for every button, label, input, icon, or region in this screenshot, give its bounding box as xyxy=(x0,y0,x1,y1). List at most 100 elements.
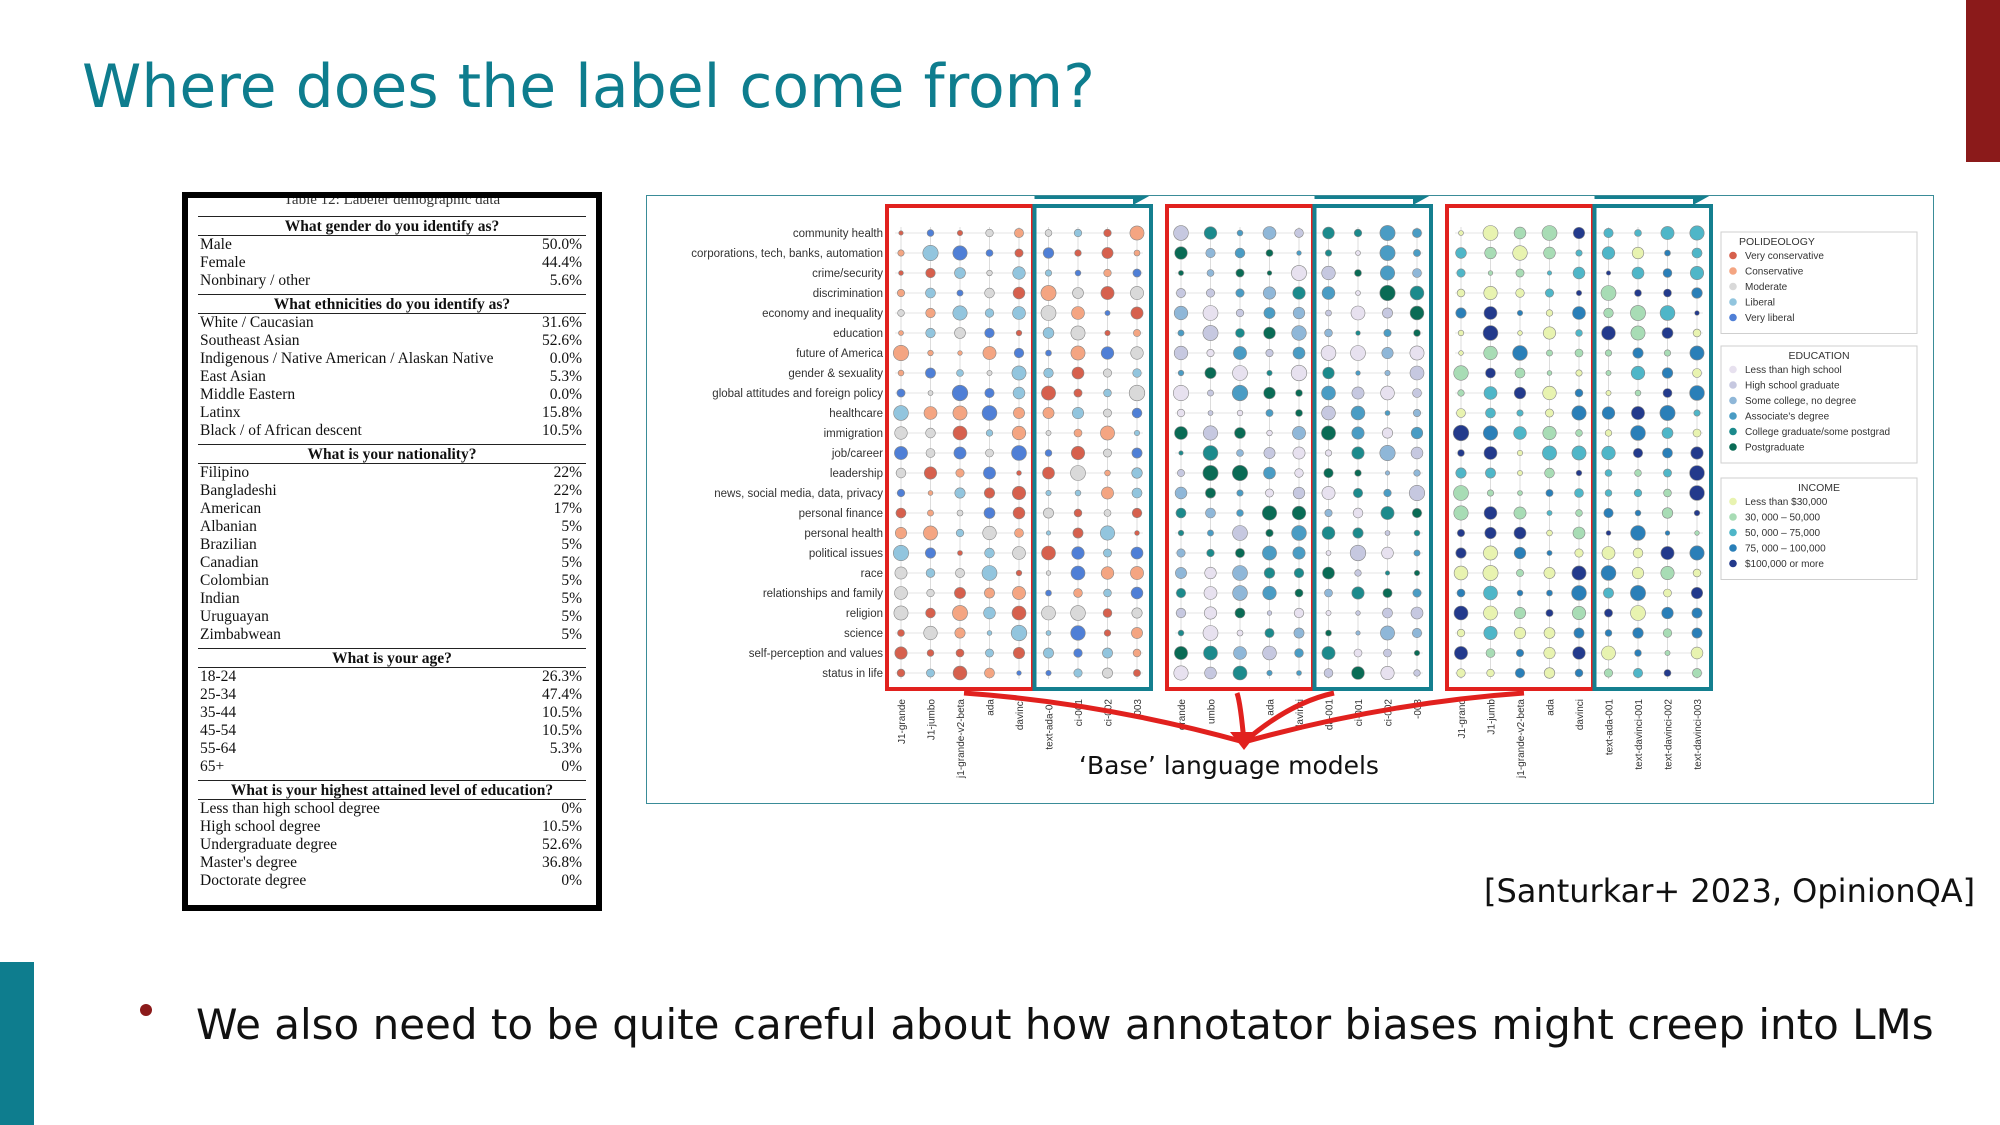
data-point xyxy=(1205,247,1216,258)
table-row-value: 5% xyxy=(561,572,582,589)
data-point xyxy=(1012,586,1026,600)
data-point xyxy=(1632,627,1644,639)
data-point xyxy=(956,509,964,517)
data-point xyxy=(955,568,965,578)
data-point xyxy=(893,544,910,561)
data-point xyxy=(1071,366,1085,380)
legend-box xyxy=(1720,231,1918,334)
table-row: 65+0% xyxy=(198,758,586,776)
data-point xyxy=(1266,270,1273,276)
data-point xyxy=(1134,530,1140,536)
legend-swatch xyxy=(1729,381,1737,389)
data-point xyxy=(1132,648,1142,658)
legend-swatch xyxy=(1729,267,1737,275)
data-point xyxy=(1235,288,1245,298)
data-point xyxy=(1632,667,1643,678)
data-point xyxy=(1545,408,1554,418)
data-point xyxy=(923,406,938,420)
data-point xyxy=(1321,286,1336,300)
data-point xyxy=(952,305,968,321)
topic-label: self-perception and values xyxy=(749,648,883,660)
data-point xyxy=(1571,605,1586,620)
data-point xyxy=(1661,427,1674,439)
data-point xyxy=(1070,325,1086,341)
data-point xyxy=(1174,646,1188,660)
legend-entry-label: $100,000 or more xyxy=(1745,559,1824,570)
legend-entry-label: Less than $30,000 xyxy=(1745,497,1828,508)
data-point xyxy=(1070,625,1086,641)
data-point xyxy=(1694,310,1700,316)
data-point xyxy=(1205,507,1216,519)
data-point xyxy=(1173,345,1189,361)
data-point xyxy=(1409,305,1425,321)
data-point xyxy=(1013,347,1025,359)
data-point xyxy=(957,550,963,556)
data-point xyxy=(1384,370,1391,377)
base-models-arrow xyxy=(1243,690,1525,745)
legend-swatch xyxy=(1729,365,1737,374)
data-point xyxy=(1016,670,1022,676)
table-row-value: 10.5% xyxy=(541,422,582,439)
data-point xyxy=(1203,645,1218,661)
table-row-value: 47.4% xyxy=(541,686,582,703)
data-point xyxy=(1355,610,1361,616)
data-point xyxy=(1379,225,1396,241)
data-point xyxy=(1073,508,1083,518)
data-point xyxy=(1689,465,1705,481)
data-point xyxy=(1102,667,1113,679)
data-point xyxy=(1263,386,1276,400)
data-point xyxy=(1483,386,1498,400)
data-point xyxy=(1543,627,1556,639)
data-point xyxy=(897,309,905,317)
data-point xyxy=(1130,306,1144,320)
data-point xyxy=(1045,430,1052,436)
data-point xyxy=(1482,425,1498,441)
data-point xyxy=(1129,225,1145,241)
table-row-value: 10.5% xyxy=(541,704,582,721)
data-point xyxy=(1070,565,1086,581)
data-point xyxy=(982,346,997,360)
data-point xyxy=(925,448,936,458)
data-point xyxy=(956,289,964,297)
data-point xyxy=(1131,607,1143,619)
table-row-value: 5% xyxy=(561,554,582,571)
legend-entry-label: Some college, no degree xyxy=(1745,396,1857,407)
data-point xyxy=(925,327,936,339)
data-point xyxy=(1516,569,1524,577)
data-point xyxy=(1353,648,1363,658)
data-point xyxy=(1174,246,1188,260)
data-point xyxy=(982,525,997,541)
legend-entry-label: Very liberal xyxy=(1745,313,1794,324)
data-point xyxy=(1174,486,1188,500)
topic-label: global attitudes and foreign policy xyxy=(712,388,883,400)
data-point xyxy=(1541,225,1558,241)
data-point xyxy=(985,648,994,658)
topic-label: discrimination xyxy=(813,288,883,300)
data-point xyxy=(1133,249,1141,257)
data-point xyxy=(1233,346,1247,360)
table-row-label: Master's degree xyxy=(200,854,298,871)
data-point xyxy=(1691,287,1703,299)
data-point xyxy=(1012,546,1026,560)
data-point xyxy=(1045,489,1052,496)
data-point xyxy=(1012,286,1026,300)
table-row-value: 0.0% xyxy=(549,386,582,403)
data-point xyxy=(1453,605,1469,621)
base-models-arrow xyxy=(963,690,1245,745)
data-point xyxy=(1130,546,1144,560)
data-point xyxy=(1662,388,1673,398)
data-point xyxy=(1103,388,1112,398)
legend-swatch xyxy=(1729,396,1737,405)
data-point xyxy=(1236,489,1244,497)
table-row-label: High school degree xyxy=(200,818,321,835)
data-point xyxy=(1574,388,1584,398)
data-point xyxy=(1234,607,1246,619)
table-section: What is your highest attained level of e… xyxy=(198,780,586,890)
data-point xyxy=(1694,530,1700,536)
data-point xyxy=(1572,526,1586,540)
data-point xyxy=(925,267,936,279)
data-point xyxy=(1265,249,1274,257)
